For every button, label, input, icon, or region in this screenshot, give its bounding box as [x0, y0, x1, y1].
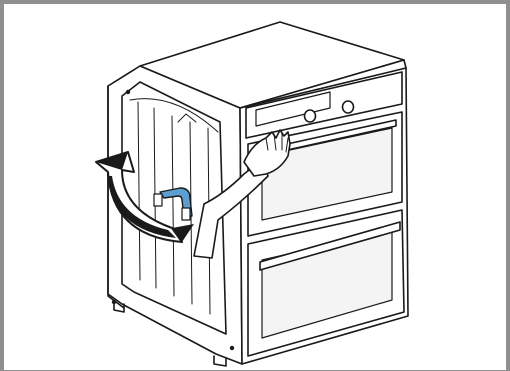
control-knob-right — [343, 101, 354, 113]
handle-bracket — [182, 208, 190, 220]
screw-icon — [126, 90, 130, 94]
control-knob-left — [305, 110, 316, 122]
screw-icon — [230, 346, 234, 350]
oven-installation-diagram — [4, 4, 506, 370]
handle-bracket — [154, 194, 162, 206]
